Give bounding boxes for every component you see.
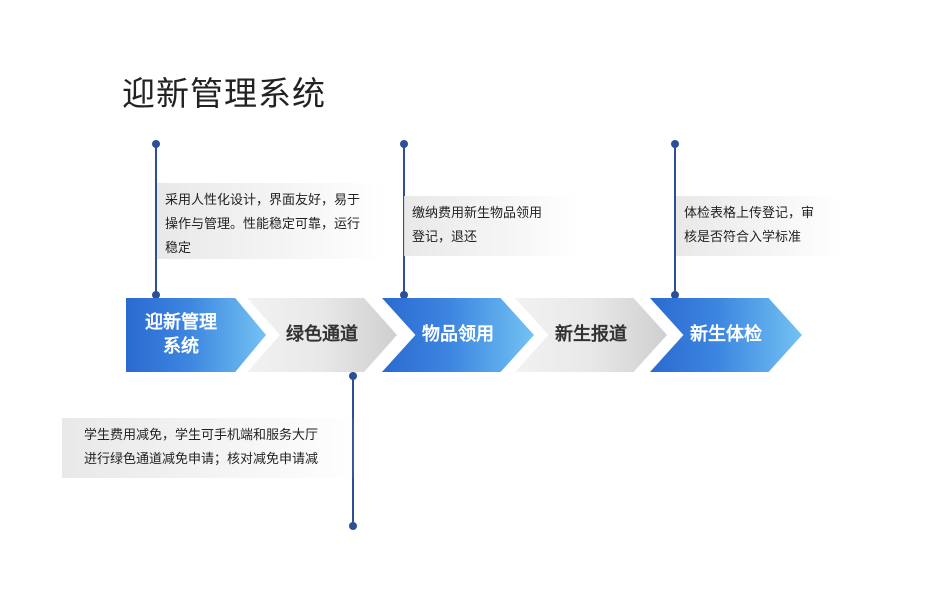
note-step-3-line-1: 缴纳费用新生物品领用: [412, 206, 543, 221]
process-step-1: 迎新管理 系统: [126, 298, 266, 372]
note-step-3-line-2: 登记，退还: [412, 230, 478, 245]
connector-dot-3-bottom: [400, 291, 408, 299]
connector-dot-1-top: [152, 140, 160, 148]
note-step-3: 缴纳费用新生物品领用 登记，退还: [404, 196, 579, 256]
note-step-1-line-2: 操作与管理。性能稳定可靠，运行: [165, 217, 361, 232]
process-step-2: 绿色通道: [247, 298, 397, 372]
note-step-2-line-1: 学生费用减免，学生可手机端和服务大厅: [84, 428, 319, 443]
process-step-5: 新生体检: [650, 298, 802, 372]
connector-dot-4-top: [671, 140, 679, 148]
process-step-4: 新生报道: [515, 298, 667, 372]
connector-line-1: [155, 144, 157, 295]
connector-line-4: [674, 144, 676, 295]
note-step-4-line-2: 核是否符合入学标准: [684, 230, 802, 245]
note-step-1-line-3: 稳定: [165, 241, 192, 256]
connector-dot-2-top: [349, 372, 357, 380]
connector-dot-2-bottom: [349, 522, 357, 530]
process-step-3-label: 物品领用: [422, 324, 494, 345]
note-step-1: 采用人性化设计，界面友好，易于 操作与管理。性能稳定可靠，运行 稳定: [157, 183, 387, 259]
note-step-2-line-2: 进行绿色通道减免申请；核对减免申请减: [84, 452, 319, 467]
process-step-4-label: 新生报道: [555, 324, 627, 345]
process-step-1-label-line-1: 迎新管理: [145, 312, 217, 333]
note-step-1-line-1: 采用人性化设计，界面友好，易于: [165, 193, 361, 208]
note-step-4-line-1: 体检表格上传登记，审: [684, 206, 815, 221]
process-step-3: 物品领用: [382, 298, 534, 372]
connector-dot-3-top: [400, 140, 408, 148]
process-step-1-label-line-2: 系统: [163, 336, 199, 357]
note-step-2: 学生费用减免，学生可手机端和服务大厅 进行绿色通道减免申请；核对减免申请减: [62, 418, 362, 478]
connector-dot-1-bottom: [152, 291, 160, 299]
note-step-4: 体检表格上传登记，审 核是否符合入学标准: [676, 196, 841, 256]
process-step-2-label: 绿色通道: [286, 324, 358, 345]
diagram-title: 迎新管理系统: [122, 74, 326, 113]
process-step-5-label: 新生体检: [690, 324, 762, 345]
connector-dot-4-bottom: [671, 291, 679, 299]
